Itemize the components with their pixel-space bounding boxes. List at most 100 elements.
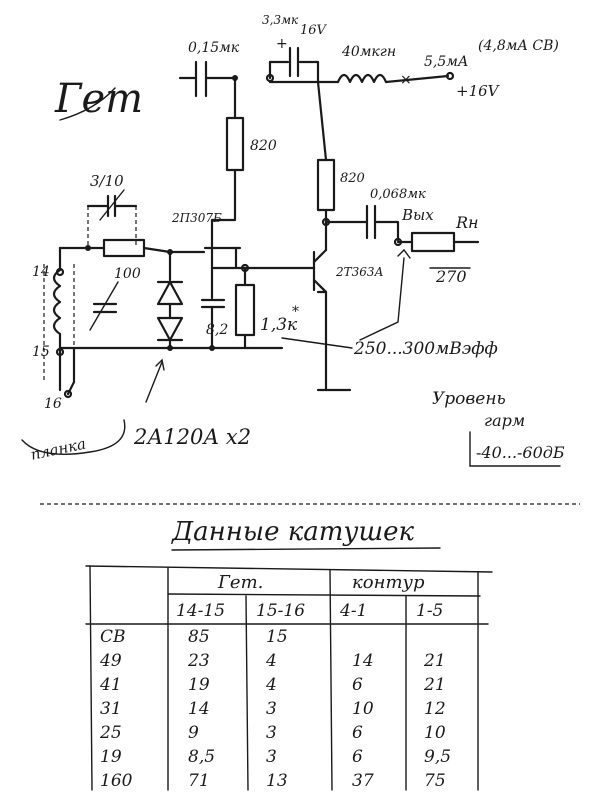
table-cell-band: 31: [100, 699, 122, 719]
level-harm: гарм: [484, 411, 525, 430]
junction-dot: [85, 245, 91, 251]
level-pointer: [359, 257, 405, 341]
wire: [142, 246, 172, 254]
table-cell-band: 160: [100, 771, 133, 791]
table-cell-c2: 3: [266, 747, 277, 767]
load-label: Rн: [455, 213, 479, 232]
wire: [210, 168, 237, 250]
table-cell-c3: 10: [352, 699, 374, 719]
subheader: 1-5: [416, 601, 443, 621]
table-cell-c2: 3: [266, 699, 277, 719]
table-cell-c2: 4: [265, 675, 277, 695]
table-cell-c4: 21: [423, 651, 446, 671]
coil-pin-14: 14: [32, 264, 50, 280]
tuning-capacitor: [89, 281, 119, 331]
schematic-title: Гет: [54, 76, 143, 122]
decoupling-cap-value: 3,3мк: [262, 13, 299, 27]
fet-2p307b: [168, 246, 242, 270]
load-value: 270: [435, 267, 467, 286]
diode-pointer: [145, 361, 163, 403]
table-cell-c3: 6: [352, 723, 363, 743]
table-cell-c1: 23: [187, 651, 210, 671]
table-cell-c1: 14: [188, 699, 210, 719]
table-cell-c4: 12: [424, 699, 446, 719]
table-cell-c4: 21: [423, 675, 446, 695]
table-group-get: Гет.: [217, 572, 263, 593]
supply-voltage: +16V: [456, 82, 501, 100]
junction-dot: [209, 345, 215, 351]
emitter-cap-value: 8,2: [206, 322, 228, 338]
coil-table-grid: [85, 565, 493, 791]
varicap-diodes: [156, 250, 184, 350]
load-resistor: [410, 231, 456, 253]
table-cell-c1: 85: [188, 627, 210, 647]
table-cell-c2: 15: [266, 627, 288, 647]
title-underline: [59, 87, 116, 121]
table-row: СВ 85 15: [100, 627, 288, 647]
subheader: 4-1: [339, 601, 367, 621]
level-title: Уровень: [432, 389, 506, 409]
arrow-up-icon: [397, 248, 411, 259]
wire: [66, 346, 76, 396]
wire: [316, 80, 328, 162]
table-cell-band: 49: [99, 651, 122, 671]
transistor-2-label: 2Т363А: [335, 265, 384, 279]
coil-pin-15: 15: [32, 344, 50, 360]
wire: [374, 220, 400, 242]
resistor-series: [102, 238, 146, 258]
table-cell-c1: 8,5: [188, 747, 215, 767]
wire: [384, 74, 450, 84]
supply-current: 5,5мА: [424, 54, 468, 70]
table-title: Данные катушек: [171, 517, 414, 547]
emitter-resistor-value: 1,3к: [260, 315, 298, 335]
oscillator-coil: [43, 246, 75, 392]
trimmer-cap-value: 3/10: [90, 172, 124, 190]
table-cell-c1: 19: [188, 675, 210, 695]
output-label: Вых: [401, 206, 434, 224]
table-cell-c1: 71: [188, 771, 210, 791]
table-cell-band: 25: [99, 723, 122, 743]
resistor-top: [225, 116, 245, 172]
trimmer-capacitor: [86, 189, 138, 248]
resistor-series-value: 100: [114, 266, 141, 282]
table-cell-c3: 37: [352, 771, 374, 791]
table-cell-c1: 9: [188, 723, 199, 743]
emitter-resistor: [234, 283, 256, 337]
table-cell-c3: 6: [352, 747, 363, 767]
table-title-underline: [171, 547, 441, 551]
measure-cross-icon: ×: [400, 72, 412, 88]
level-value: 250...300мВэфф: [353, 339, 498, 359]
harm-bracket: [469, 431, 561, 467]
table-row: 31 14 3 10 12: [100, 699, 446, 719]
supply-current-cb: (4,8мА СВ): [478, 38, 559, 54]
resistor-collector-value: 820: [340, 171, 365, 186]
table-cell-band: СВ: [100, 627, 126, 647]
table-cell-c4: 9,5: [424, 747, 451, 767]
supply-terminal: [445, 71, 455, 81]
level-pointer: [281, 337, 353, 349]
decoupling-capacitor: +: [265, 36, 320, 84]
output-cap-value: 0,068мк: [370, 187, 426, 202]
resistor-collector: [316, 158, 336, 212]
coil-pin-16: 16: [44, 396, 62, 412]
table-cell-band: 41: [99, 675, 122, 695]
table-cell-c4: 75: [424, 771, 446, 791]
arrow-icon: [155, 358, 165, 371]
coil-pin: [63, 389, 73, 399]
resistor-top-value: 820: [250, 138, 277, 154]
input-cap-value: 0,15мк: [188, 40, 240, 56]
table-cell-c4: 10: [424, 723, 446, 743]
emitter-resistor-mark: *: [292, 304, 299, 320]
input-capacitor: [178, 60, 237, 98]
svg-text:+: +: [276, 36, 288, 52]
inductor-value: 40мкгн: [341, 44, 396, 60]
transistor-1-label: 2П307Б: [171, 211, 222, 225]
level-harm-value: -40...-60дБ: [476, 443, 565, 462]
table-cell-c3: 14: [352, 651, 374, 671]
